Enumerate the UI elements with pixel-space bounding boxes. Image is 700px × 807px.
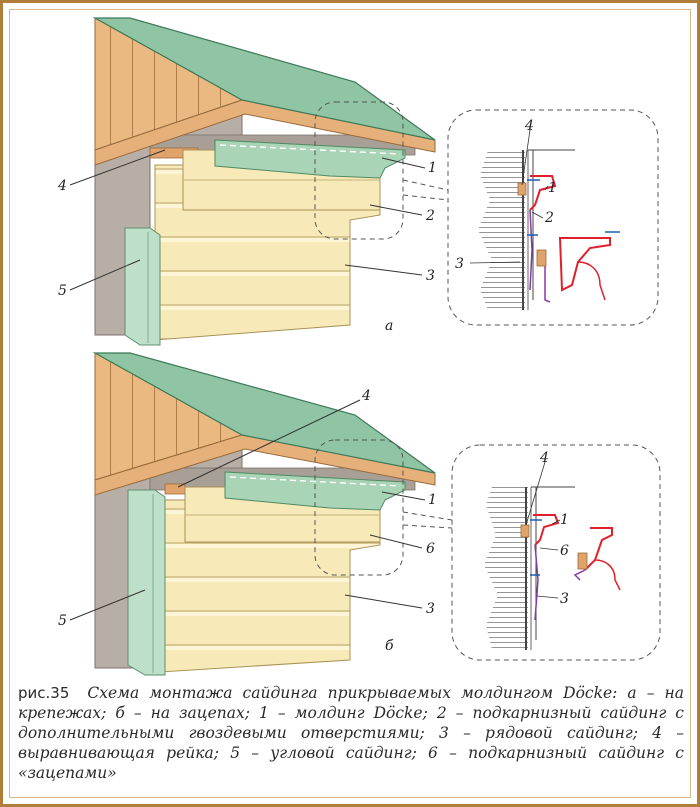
label-1-a: 1 <box>428 160 437 176</box>
label-4-b: 4 <box>361 388 371 404</box>
detail-label-1-b: 1 <box>560 512 569 528</box>
label-5-b: 5 <box>58 613 67 629</box>
panel-a: 4 5 1 2 3 а 4 1 <box>57 17 659 346</box>
detail-label-3-a: 3 <box>455 256 464 272</box>
label-1-b: 1 <box>428 492 437 508</box>
label-3-b: 3 <box>426 601 435 617</box>
siding-installation-diagram: 4 5 1 2 3 а 4 1 <box>57 17 661 676</box>
detail-label-4-b: 4 <box>539 450 549 466</box>
corner-siding-b <box>127 489 166 676</box>
label-2-a: 2 <box>425 208 435 224</box>
panel-letter-a: а <box>385 318 393 334</box>
molding-b <box>224 471 406 511</box>
detail-label-6-b: 6 <box>560 543 569 559</box>
roof-b <box>92 352 436 474</box>
panel-letter-b: б <box>385 638 394 654</box>
panel-b: 4 5 1 6 3 б 4 1 6 <box>58 352 661 676</box>
label-5-a: 5 <box>58 283 67 299</box>
highlight-box-a <box>314 101 404 240</box>
highlight-box-b <box>314 439 404 576</box>
roof-a <box>92 17 436 141</box>
label-4-a: 4 <box>57 178 67 194</box>
detail-b: 4 1 6 3 <box>451 444 661 661</box>
corner-siding-a <box>124 227 161 346</box>
detail-label-4-a: 4 <box>524 118 534 134</box>
figure-caption-text: Схема монтажа сайдинга прикрываемых молд… <box>18 684 684 782</box>
label-6-b: 6 <box>426 541 435 557</box>
label-3-a: 3 <box>426 268 435 284</box>
figure-id: рис.35 <box>18 684 70 702</box>
molding-a <box>214 139 406 179</box>
detail-label-3-b: 3 <box>560 591 569 607</box>
figure-frame-inner <box>9 9 691 798</box>
detail-label-1-a: 1 <box>548 180 557 196</box>
detail-a: 4 1 2 3 <box>447 109 659 326</box>
detail-label-2-a: 2 <box>544 210 554 226</box>
